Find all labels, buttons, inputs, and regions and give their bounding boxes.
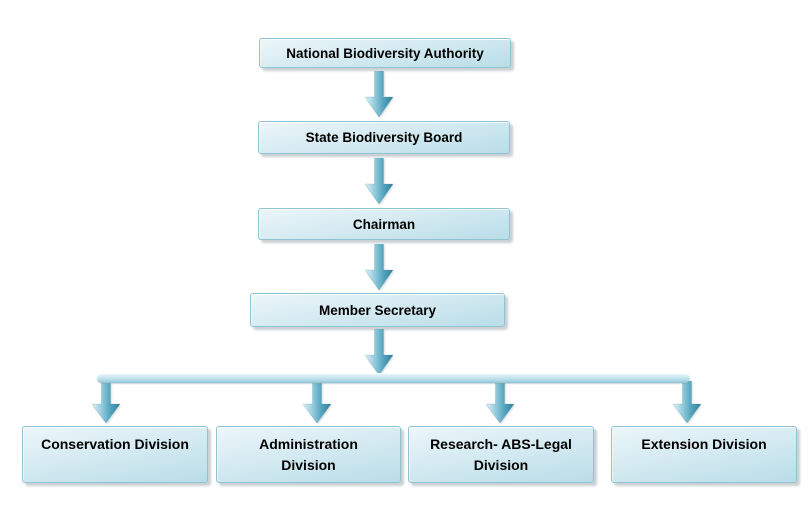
down-arrow-icon (673, 381, 701, 423)
down-arrow-icon (365, 158, 393, 204)
connector-bar (97, 373, 690, 383)
org-node-label: Extension Division (641, 436, 767, 452)
org-node-chairman: Chairman (258, 208, 510, 240)
org-node-label: Conservation Division (41, 436, 189, 452)
down-arrow-icon (486, 381, 514, 423)
org-node-research-abs-legal-division: Research- ABS-Legal Division (408, 426, 594, 483)
org-node-label: National Biodiversity Authority (286, 45, 484, 61)
org-node-label: Chairman (352, 216, 416, 232)
org-node-label: Administration Division (259, 436, 358, 473)
org-node-national-biodiversity-authority: National Biodiversity Authority (259, 38, 511, 68)
org-node-label: State Biodiversity Board (305, 130, 463, 145)
down-arrow-icon (365, 329, 393, 375)
org-node-extension-division: Extension Division (611, 426, 797, 483)
down-arrow-icon (303, 381, 331, 423)
down-arrow-icon (92, 381, 120, 423)
down-arrow-icon (365, 71, 393, 117)
org-node-member-secretary: Member Secretary (250, 293, 505, 327)
org-node-conservation-division: Conservation Division (22, 426, 208, 483)
down-arrow-icon (365, 244, 393, 290)
org-node-label: Research- ABS-Legal Division (430, 436, 572, 473)
org-node-administration-division: Administration Division (216, 426, 401, 483)
org-node-state-biodiversity-board: State Biodiversity Board (258, 121, 510, 154)
org-node-label: Member Secretary (318, 302, 437, 318)
